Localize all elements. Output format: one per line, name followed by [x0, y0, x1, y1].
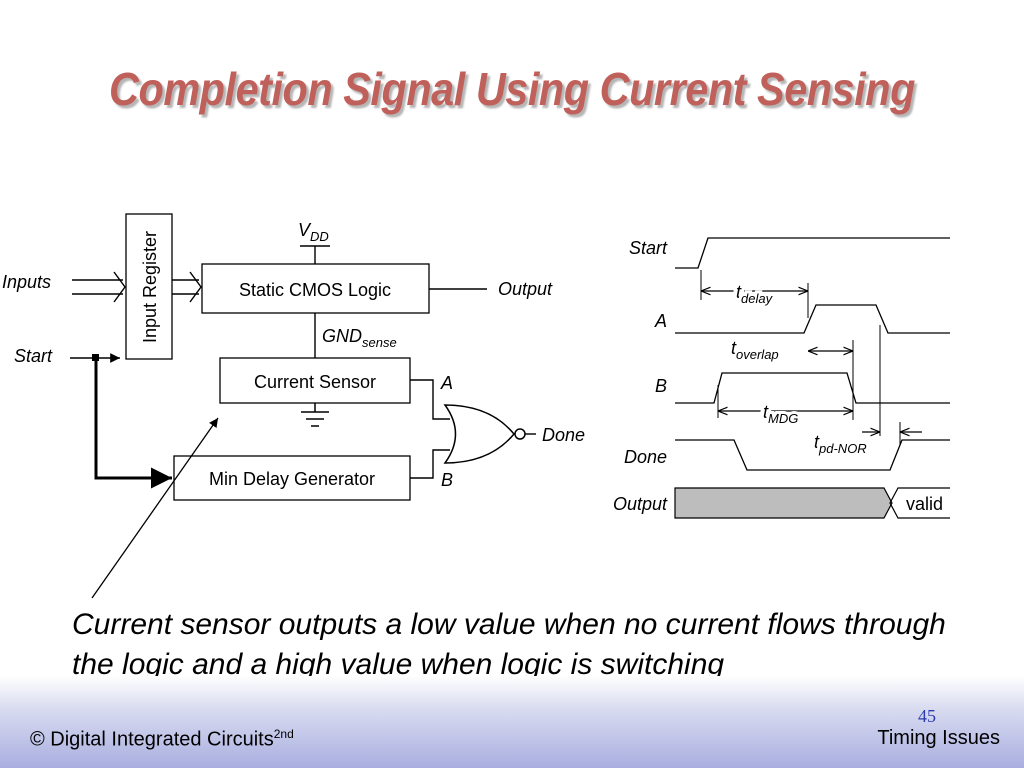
min-delay-generator-label: Min Delay Generator	[209, 469, 375, 489]
footer-section-title: Timing Issues	[877, 727, 1000, 749]
timing-b-label: B	[655, 376, 667, 396]
timing-diagram: Start A B Done Output valid tdelay tover…	[613, 237, 950, 519]
output-waveform-invalid	[674, 487, 893, 519]
caption: Current sensor outputs a low value when …	[72, 608, 946, 681]
slide-title: Completion Signal Using Current Sensing	[109, 63, 915, 115]
a-label: A	[440, 373, 453, 393]
t-pdnor-label: tpd-NOR	[814, 432, 867, 456]
b-label: B	[441, 470, 453, 490]
t-mdg-label: tMDG	[763, 402, 798, 426]
start-to-mdg-wire	[94, 358, 172, 489]
output-waveform-valid	[889, 487, 950, 519]
timing-output-label: Output	[613, 494, 668, 514]
footer-band	[0, 676, 1024, 768]
timing-a-label: A	[654, 311, 667, 331]
input-register-box	[125, 213, 173, 360]
page-number: 45	[918, 706, 936, 726]
gnd-sense-label: GNDsense	[322, 326, 397, 350]
start-label: Start	[14, 346, 53, 366]
output-valid-label: valid	[906, 494, 943, 514]
done-waveform	[675, 439, 950, 471]
inputs-label: Inputs	[2, 272, 51, 292]
current-sensor-label: Current Sensor	[254, 372, 376, 392]
b-wire	[410, 449, 450, 479]
min-delay-generator-box	[173, 455, 411, 501]
vdd-label: VDD	[298, 220, 329, 244]
edition-superscript: 2nd	[273, 727, 294, 741]
timing-start-label: Start	[629, 238, 668, 258]
a-waveform	[675, 304, 950, 334]
start-junction	[92, 354, 99, 361]
copyright-text: © Digital Integrated Circuits	[30, 728, 274, 751]
t-overlap-label: toverlap	[731, 338, 779, 362]
done-label: Done	[542, 425, 585, 445]
timing-done-label: Done	[624, 447, 667, 467]
inputs-bus-arrow	[72, 271, 126, 303]
a-wire	[410, 379, 450, 420]
register-bus-arrow	[172, 271, 202, 303]
ground-icon	[301, 403, 329, 427]
footer-copyright: © Digital Integrated Circuits2nd	[30, 727, 294, 752]
input-register-label: Input Register	[140, 231, 160, 343]
static-cmos-logic-label: Static CMOS Logic	[239, 280, 391, 300]
diagram: Inputs Start Input Register VDD Static C…	[2, 213, 950, 599]
t-delay-label: tdelay	[736, 282, 774, 306]
circuit: Inputs Start Input Register VDD Static C…	[2, 213, 585, 599]
nor-gate-icon	[443, 404, 526, 464]
output-label: Output	[498, 279, 553, 299]
b-waveform	[675, 372, 950, 404]
caption-pointer-arrow	[91, 417, 219, 599]
start-waveform	[675, 237, 950, 269]
